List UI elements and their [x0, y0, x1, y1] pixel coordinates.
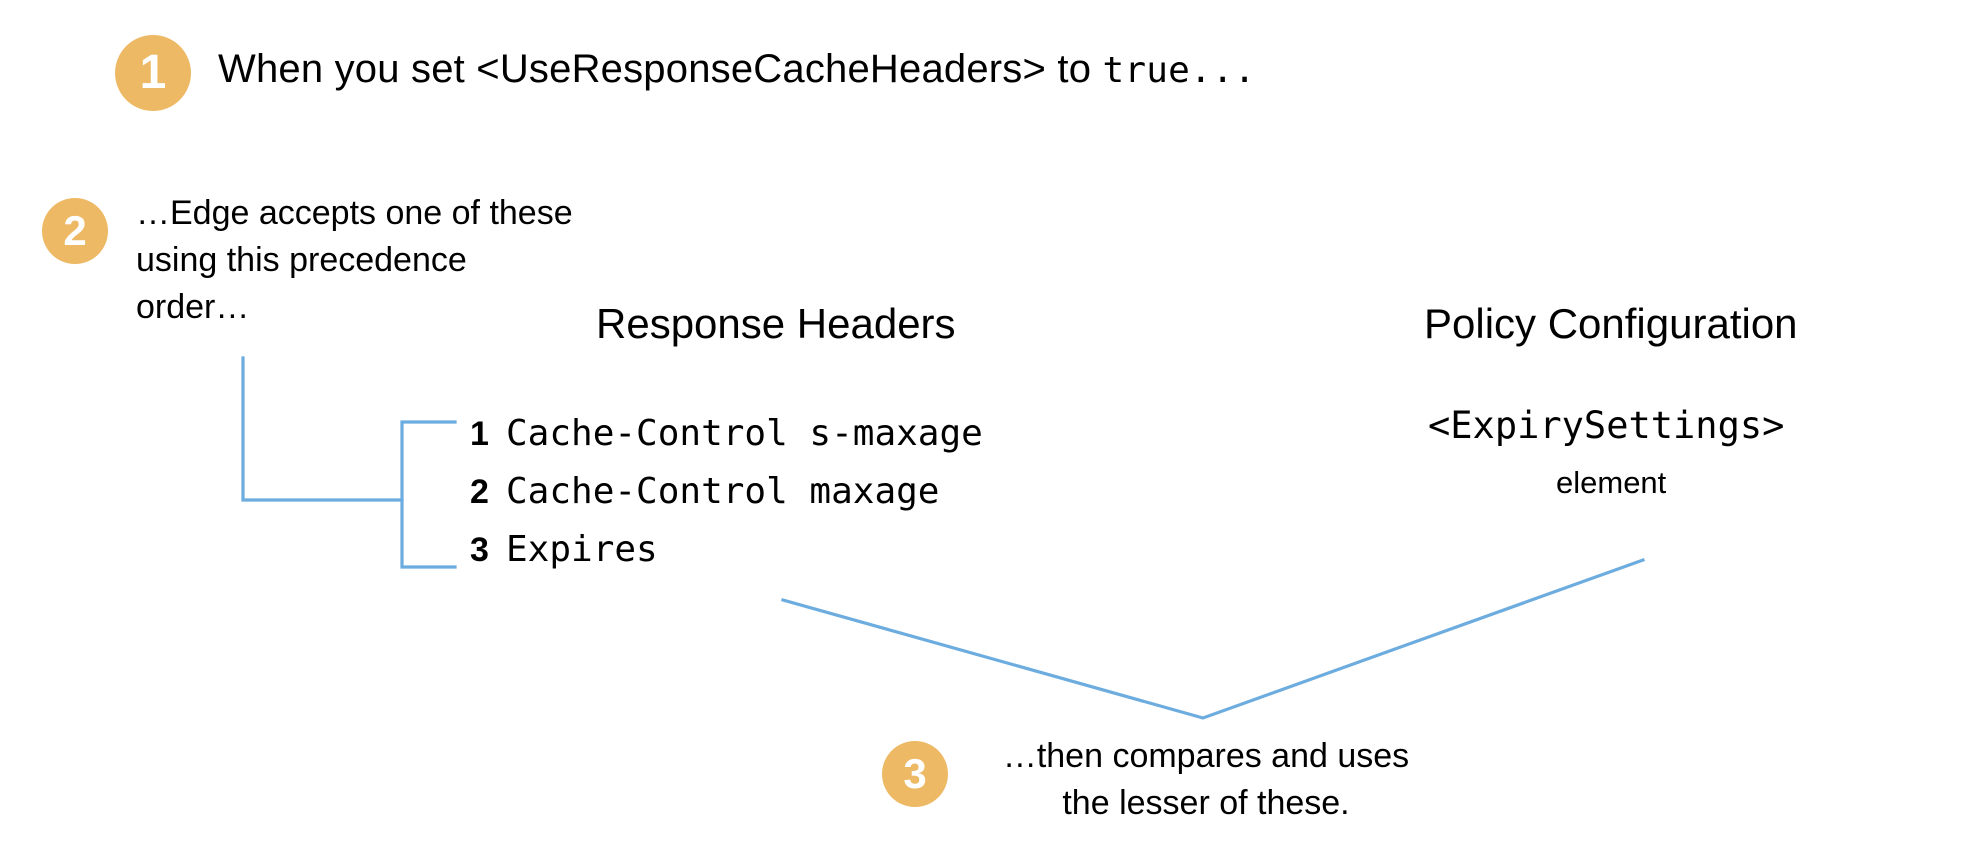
policy-element-name: <ExpirySettings> — [1428, 404, 1785, 447]
step-1-text: When you set <UseResponseCacheHeaders> t… — [218, 47, 1256, 92]
step-2-badge: 2 — [42, 198, 108, 264]
precedence-item-value: Expires — [506, 529, 658, 570]
step-1-text-mono: true... — [1102, 50, 1256, 91]
list-item: 2 Cache-Control maxage — [470, 471, 983, 529]
response-headers-title: Response Headers — [596, 300, 956, 347]
step-1-text-plain: When you set <UseResponseCacheHeaders> t… — [218, 47, 1103, 91]
list-item: 1 Cache-Control s-maxage — [470, 413, 983, 471]
precedence-bracket — [400, 420, 457, 569]
precedence-item-number: 1 — [470, 415, 489, 453]
precedence-item-value: Cache-Control maxage — [506, 471, 940, 512]
step-3-text: …then compares and uses the lesser of th… — [1002, 737, 1410, 822]
list-item: 3 Expires — [470, 529, 983, 587]
precedence-item-number: 2 — [470, 473, 489, 511]
step-2-text: …Edge accepts one of these using this pr… — [136, 194, 573, 326]
precedence-item-number: 3 — [470, 531, 489, 569]
policy-element-word: element — [1556, 465, 1667, 500]
policy-configuration-title: Policy Configuration — [1424, 300, 1798, 347]
step2-elbow-connector — [241, 356, 404, 502]
step-1-badge: 1 — [115, 35, 191, 111]
precedence-item-value: Cache-Control s-maxage — [506, 413, 983, 454]
step-3-badge: 3 — [882, 741, 948, 807]
precedence-list: 1 Cache-Control s-maxage 2 Cache-Control… — [470, 413, 983, 587]
